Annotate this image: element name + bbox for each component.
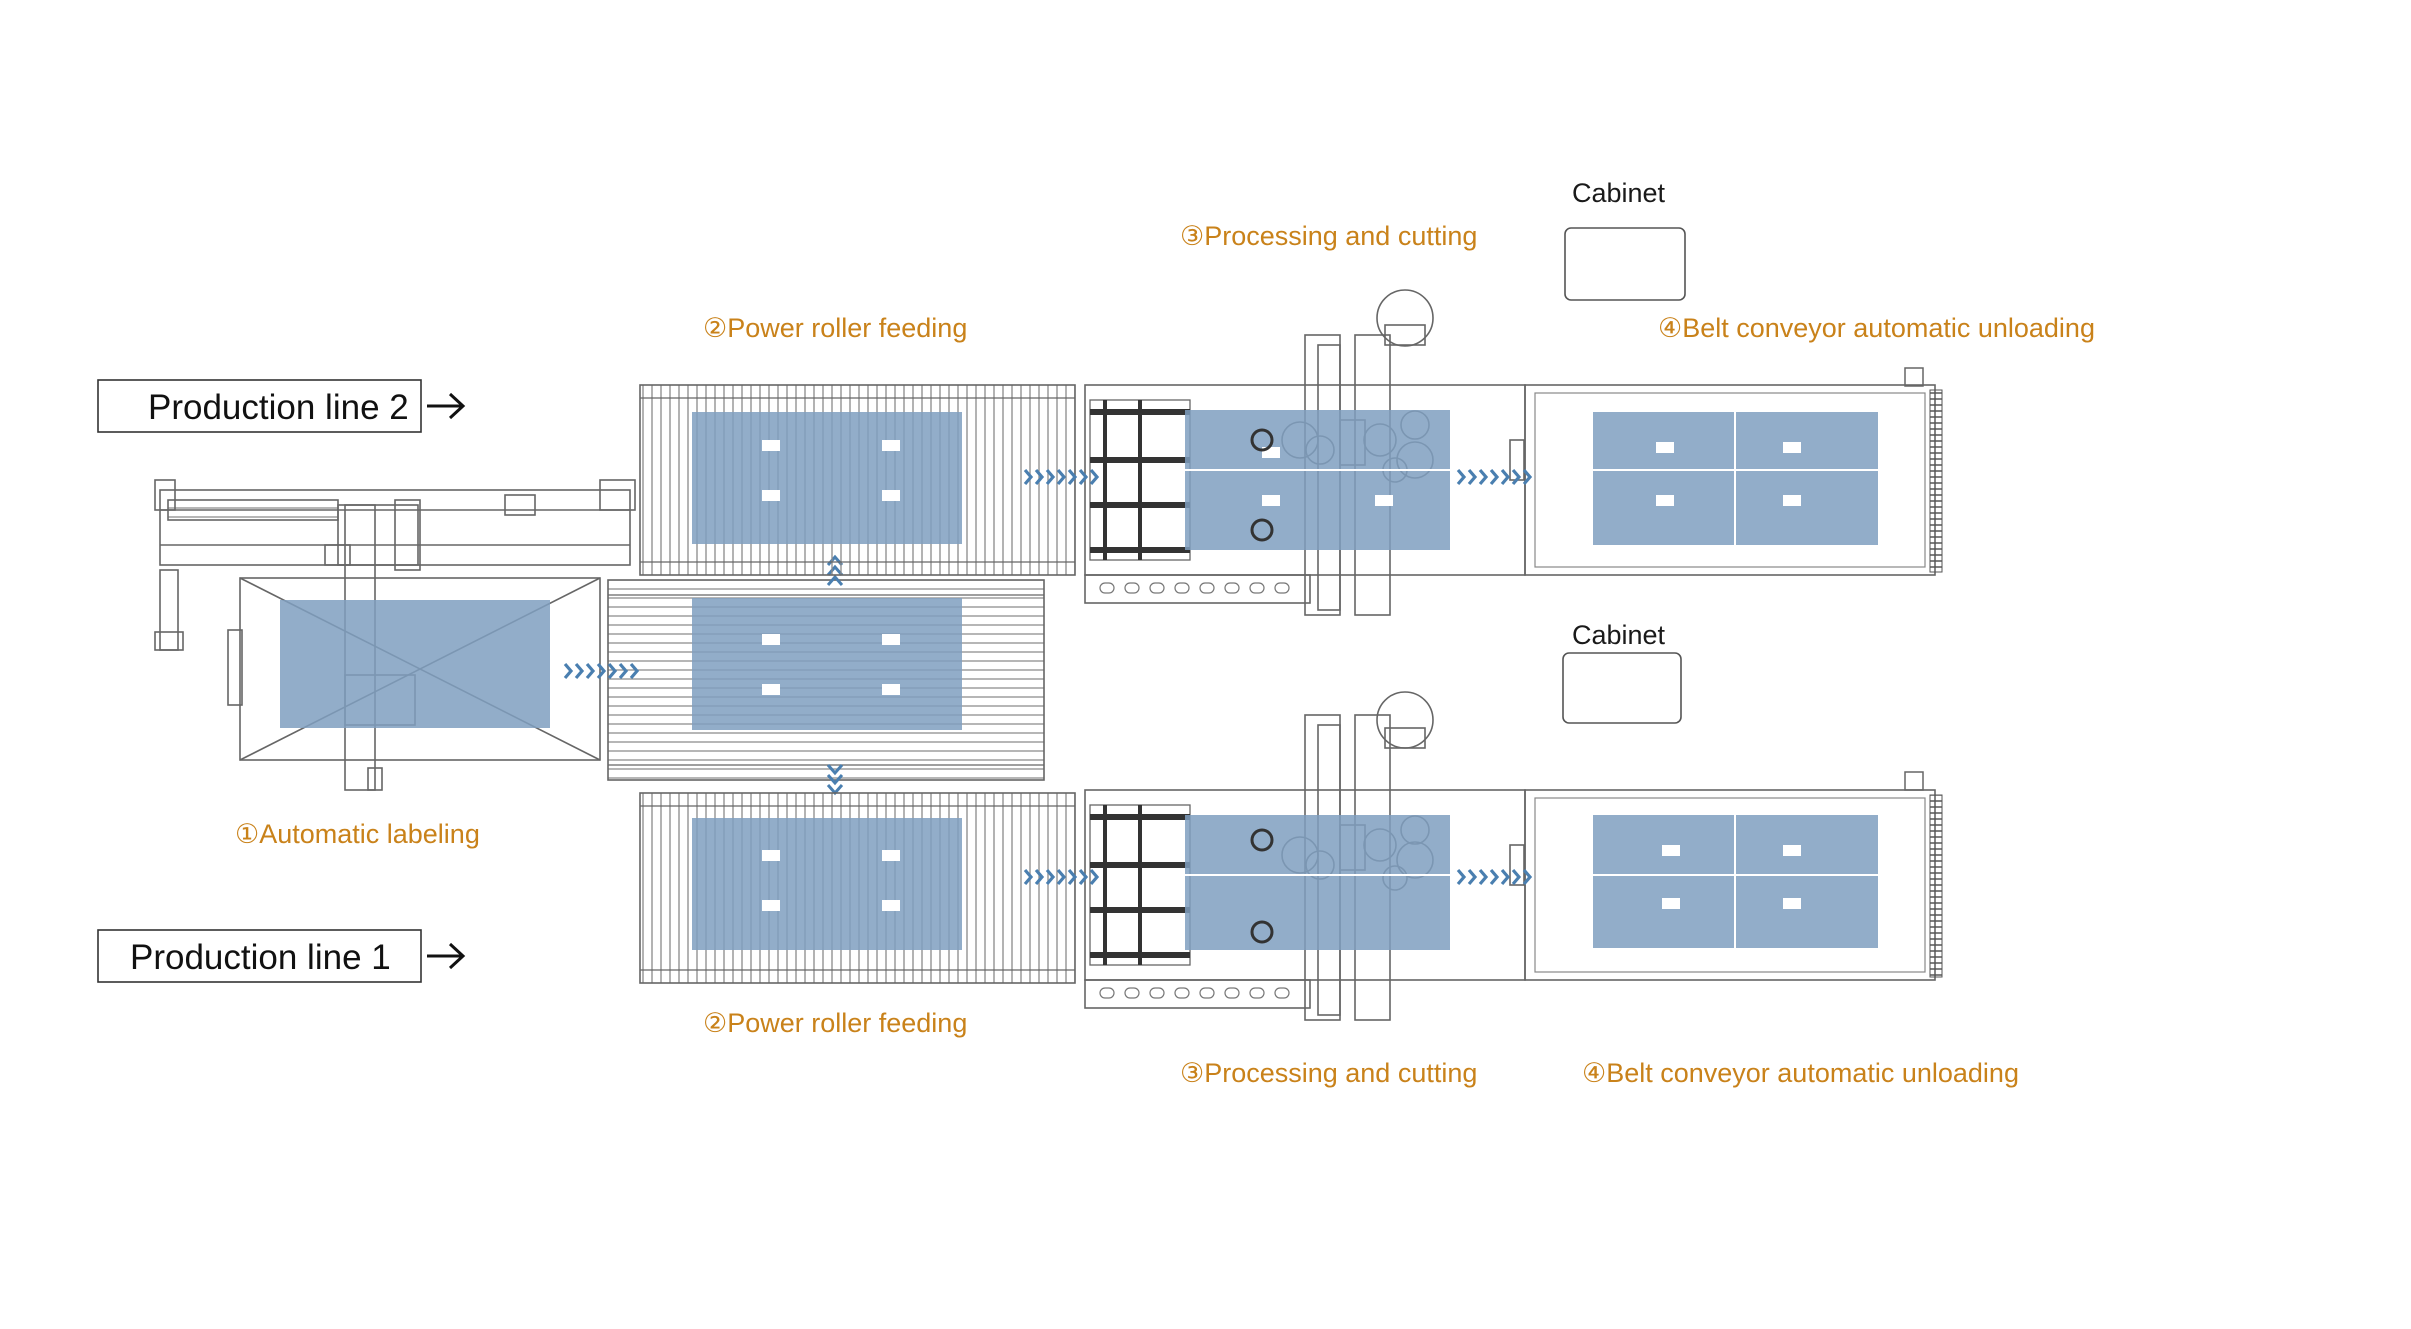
- center-roller-table: [607, 579, 1045, 781]
- production-line-2-box: Production line 2: [97, 379, 466, 433]
- labeling-panel: [280, 600, 550, 728]
- power-roller-feeding-top-label: ②Power roller feeding: [703, 313, 967, 343]
- automatic-labeling-label: ①Automatic labeling: [235, 819, 480, 849]
- cabinet-bottom-label: Cabinet: [1572, 620, 1666, 650]
- belt-unloading-top-label: ④Belt conveyor automatic unloading: [1658, 313, 2095, 343]
- production-line-1-label: Production line 1: [130, 938, 391, 977]
- cabinet-top-box: [1564, 227, 1686, 301]
- belt-unloading-bottom-label: ④Belt conveyor automatic unloading: [1582, 1058, 2019, 1088]
- cabinet-bottom-box: [1562, 652, 1682, 724]
- production-line-2-label: Production line 2: [148, 388, 409, 427]
- production-line-1-box: Production line 1: [97, 929, 466, 983]
- bottom-roller-feeder: [639, 792, 1076, 984]
- top-belt-conveyor: [1524, 367, 1943, 576]
- bottom-belt-conveyor: [1524, 771, 1943, 981]
- bottom-cutting-panels: [1185, 815, 1450, 950]
- top-cutting-panels: [1185, 410, 1450, 550]
- power-roller-feeding-bottom-label: ②Power roller feeding: [703, 1008, 967, 1038]
- processing-cutting-bottom-label: ③Processing and cutting: [1180, 1058, 1477, 1088]
- processing-cutting-top-label: ③Processing and cutting: [1180, 221, 1477, 251]
- top-roller-feeder: [639, 384, 1076, 576]
- cabinet-top-label: Cabinet: [1572, 178, 1666, 208]
